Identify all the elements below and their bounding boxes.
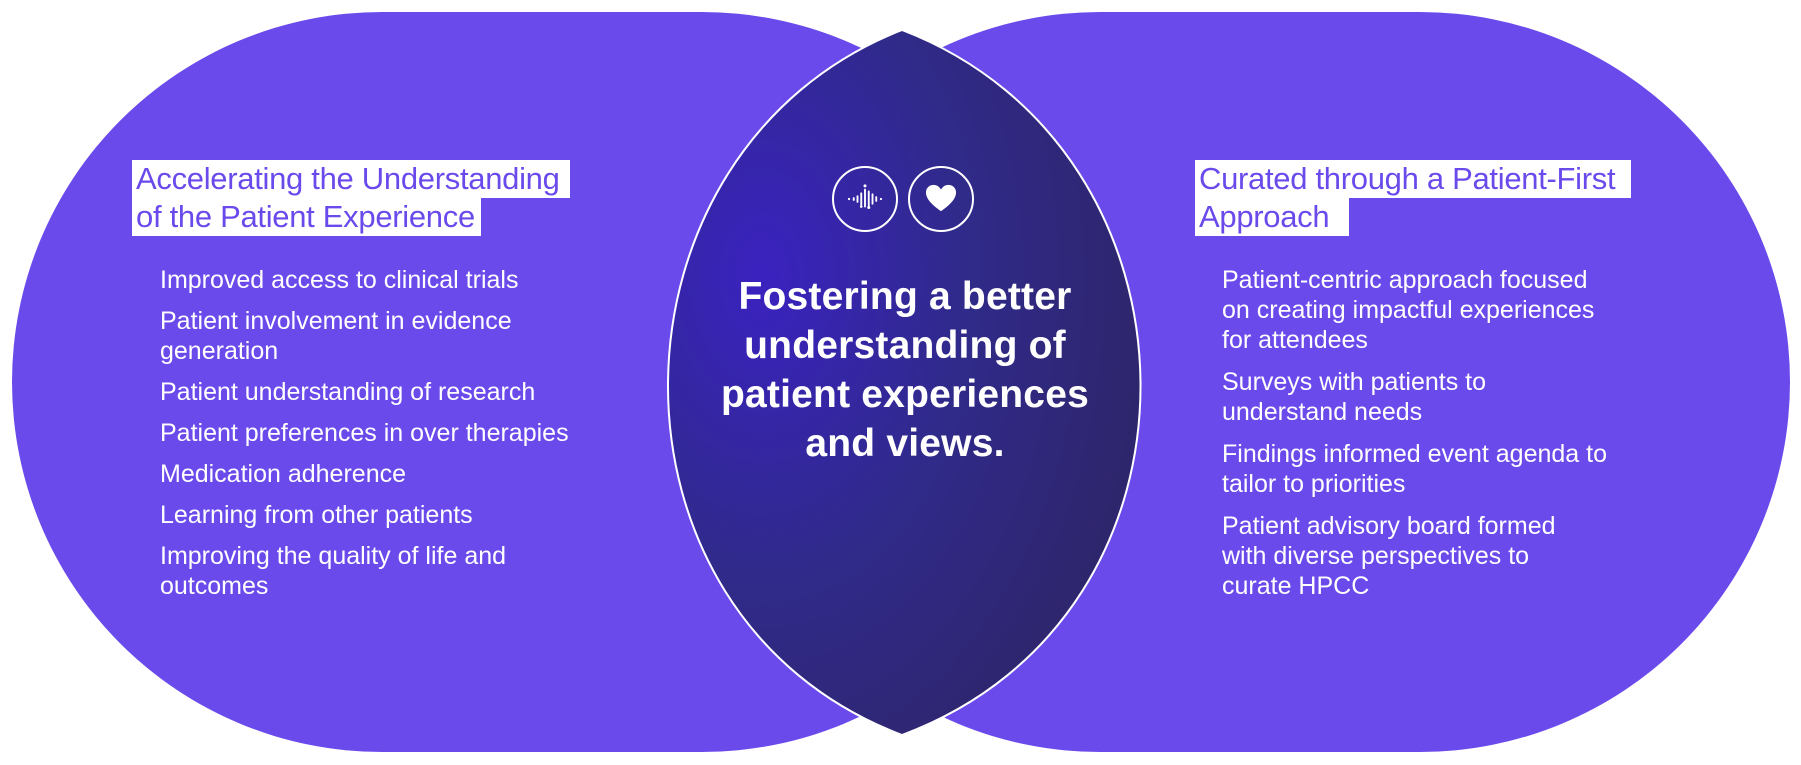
waveform-icon bbox=[832, 166, 898, 232]
center-statement: Fostering a better understanding of pati… bbox=[721, 275, 1089, 465]
list-item: Learning from other patients bbox=[160, 501, 473, 529]
list-item: Patient-centric approach focused on crea… bbox=[1222, 266, 1595, 354]
left-heading: Accelerating the Understanding of the Pa… bbox=[132, 160, 570, 236]
right-heading: Curated through a Patient-First Approach bbox=[1195, 160, 1632, 236]
heart-icon bbox=[908, 166, 974, 232]
list-item: Patient preferences in over therapies bbox=[160, 419, 569, 447]
intersection-lens bbox=[667, 28, 1142, 737]
list-item: Patient advisory board formed with diver… bbox=[1222, 512, 1556, 600]
list-item: Surveys with patients to understand need… bbox=[1222, 368, 1487, 426]
list-item: Medication adherence bbox=[160, 460, 406, 488]
right-heading-line-2: Approach bbox=[1195, 198, 1350, 236]
list-item: Improved access to clinical trials bbox=[160, 266, 519, 294]
center-icons bbox=[832, 166, 982, 238]
list-item: Patient understanding of research bbox=[160, 378, 536, 406]
left-heading-line-2: of the Patient Experience bbox=[132, 198, 481, 236]
right-list: Patient-centric approach focused on crea… bbox=[1222, 265, 1662, 613]
left-heading-line-1: Accelerating the Understanding bbox=[132, 160, 570, 198]
right-heading-line-1: Curated through a Patient-First bbox=[1195, 160, 1632, 198]
list-item: Findings informed event agenda to tailor… bbox=[1222, 440, 1607, 498]
list-item: Improving the quality of life and outcom… bbox=[160, 542, 507, 600]
list-item: Patient involvement in evidence generati… bbox=[160, 307, 512, 365]
left-list: Improved access to clinical trials Patie… bbox=[160, 265, 640, 612]
